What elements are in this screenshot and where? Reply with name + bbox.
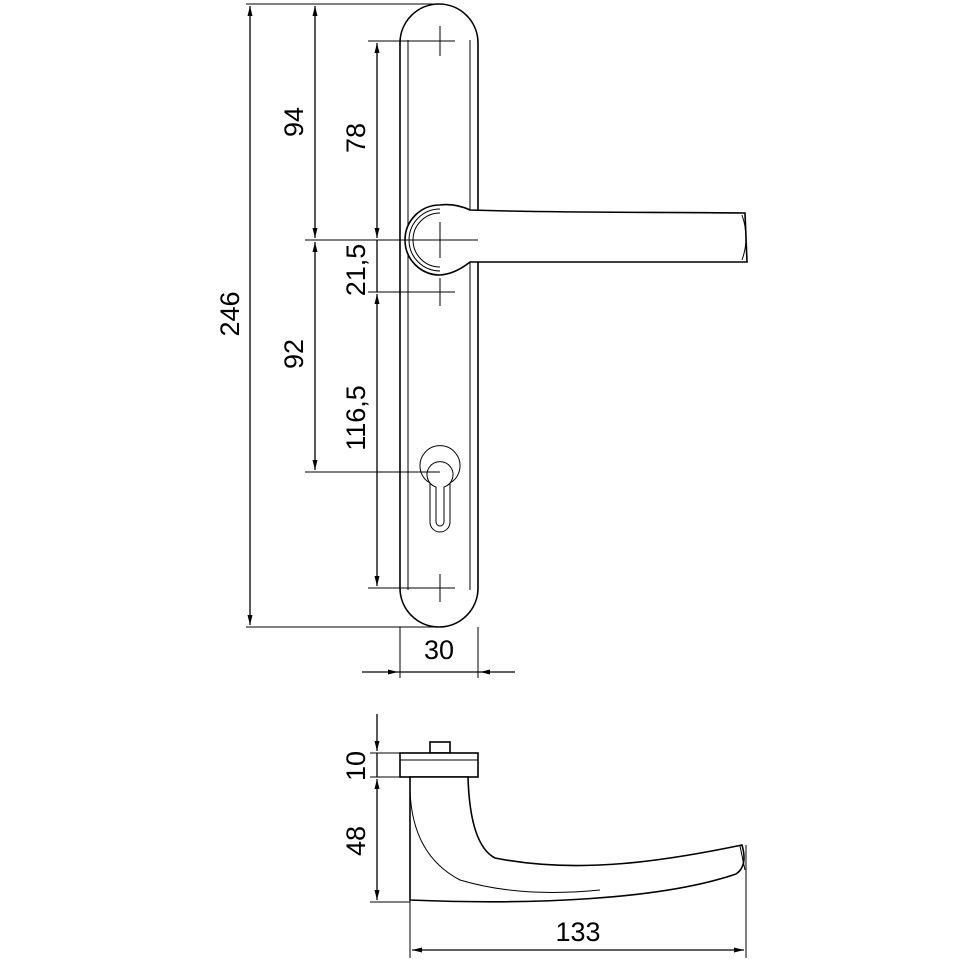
dim-overall-height: 246: [215, 291, 245, 336]
dim-top-to-spindle: 94: [279, 107, 309, 137]
lever-front: [404, 203, 748, 276]
dim-plate-width: 30: [424, 635, 454, 665]
dim-spindle-to-cylinder: 92: [279, 339, 309, 369]
rose: [399, 752, 479, 778]
spindle-stub: [429, 741, 451, 754]
front-view: 246 94 92 78 21,5 116,5 30: [215, 3, 748, 678]
dim-lever-length: 133: [555, 917, 600, 947]
lever-side: [409, 776, 746, 903]
cylinder-hole: [419, 445, 461, 533]
dim-screw-to-bottom-screw: 116,5: [341, 385, 371, 451]
dim-spindle-to-screw: 21,5: [341, 244, 371, 297]
dim-screw-to-spindle: 78: [341, 123, 371, 153]
backplate: [399, 3, 479, 628]
side-view: 10 48 133: [341, 714, 747, 958]
dim-rose-height: 10: [341, 751, 371, 781]
dim-lever-height: 48: [341, 826, 371, 856]
